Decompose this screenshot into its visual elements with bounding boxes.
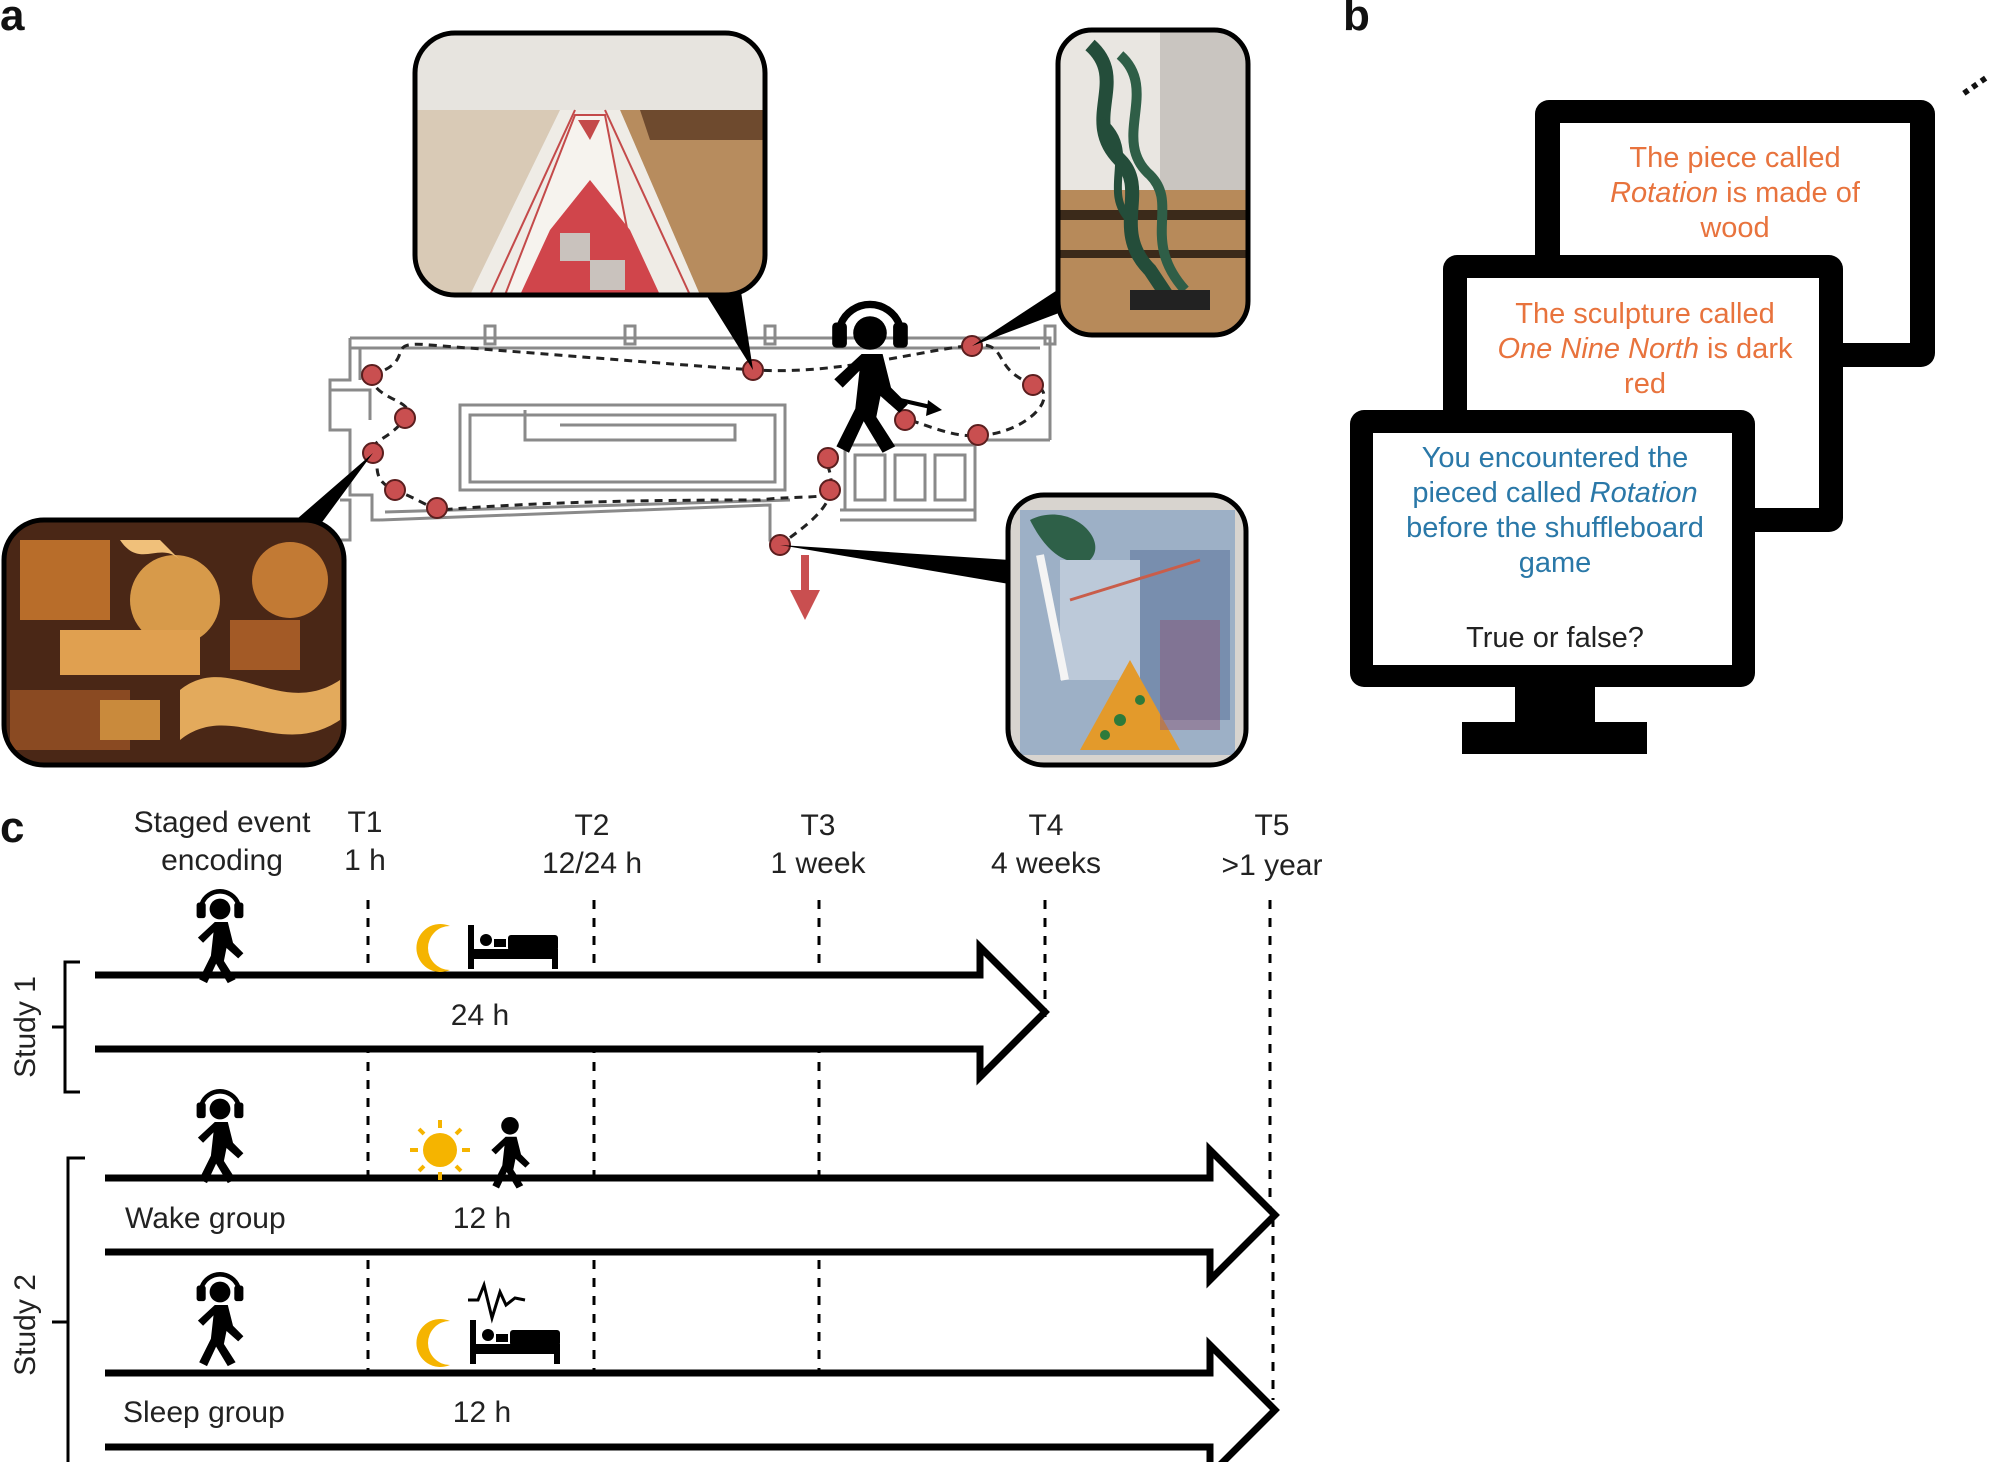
middle-screen-line3: red xyxy=(1624,368,1666,400)
more-screens-ellipsis: ... xyxy=(1944,52,1994,105)
down-arrow-icon xyxy=(790,555,820,620)
encoding-label-line2: encoding xyxy=(161,844,283,877)
hallway-photo xyxy=(412,30,768,298)
wake-group-label: Wake group xyxy=(125,1202,286,1235)
back-screen-line1: The piece called xyxy=(1629,142,1840,174)
painting-photo xyxy=(1005,492,1249,768)
screen-front: You encountered the pieced called Rotati… xyxy=(1350,410,1755,754)
front-screen-line4: game xyxy=(1519,547,1592,579)
bed-icon xyxy=(468,925,558,969)
wake-group-arrow xyxy=(105,1141,1280,1289)
encounter-markers xyxy=(361,335,1044,556)
timepoint-delay: 12/24 h xyxy=(542,847,642,880)
front-screen-line1: You encountered the xyxy=(1422,442,1689,474)
timepoint-name: T3 xyxy=(800,809,835,842)
callout-pointers xyxy=(290,285,1080,585)
front-screen-line3: before the shuffleboard xyxy=(1406,512,1704,544)
headphones-walker-icon xyxy=(197,1274,244,1366)
sleep-wave-icon xyxy=(468,1280,526,1324)
study1-label: Study 1 xyxy=(9,976,42,1078)
encoding-label-line1: Staged event xyxy=(134,806,311,839)
path-marker xyxy=(394,407,416,429)
timepoint-name: T4 xyxy=(1028,809,1063,842)
headphones-walker-icon xyxy=(197,1091,244,1183)
direction-arrow-icon xyxy=(899,398,942,416)
path-marker xyxy=(426,497,448,519)
path-marker xyxy=(361,364,383,386)
study1-delay: 24 h xyxy=(451,999,509,1032)
path-marker xyxy=(817,447,839,469)
sun-icon xyxy=(410,1120,470,1180)
moon-icon xyxy=(416,1319,450,1367)
timepoint-delay: 1 week xyxy=(770,847,866,880)
study2-bracket xyxy=(52,1156,85,1462)
front-screen-line2: pieced called Rotation xyxy=(1412,477,1697,509)
path-marker xyxy=(894,409,916,431)
headphones-walker-icon xyxy=(832,304,908,452)
panel-c-label: c xyxy=(0,803,24,852)
study2-label: Study 2 xyxy=(9,1274,42,1376)
front-screen-question: True or false? xyxy=(1466,622,1644,654)
timepoint-delay: 1 h xyxy=(344,844,386,877)
study1-bracket xyxy=(52,960,80,1094)
timepoint-name: T5 xyxy=(1254,809,1289,842)
timepoint-delay: 4 weeks xyxy=(991,847,1101,880)
wake-group-delay: 12 h xyxy=(453,1202,511,1235)
back-screen-line2: Rotation is made of xyxy=(1610,177,1861,209)
timepoint-delay: >1 year xyxy=(1222,849,1323,882)
path-marker xyxy=(967,424,989,446)
path-marker xyxy=(384,479,406,501)
sculpture-photo xyxy=(1055,27,1251,338)
sleep-group-delay: 12 h xyxy=(453,1396,511,1429)
middle-screen-line2: One Nine North is dark xyxy=(1498,333,1793,365)
panel-a-label: a xyxy=(0,0,25,40)
timepoint-headers: T1 1 h T2 12/24 h T3 1 week T4 4 weeks T… xyxy=(344,806,1322,882)
path-marker xyxy=(819,479,841,501)
timepoint-name: T1 xyxy=(347,806,382,839)
sleep-group-arrow xyxy=(105,1336,1280,1462)
sleep-group-label: Sleep group xyxy=(123,1396,285,1429)
panel-b-label: b xyxy=(1343,0,1370,40)
study1-arrow xyxy=(95,938,1050,1086)
timepoint-name: T2 xyxy=(574,809,609,842)
back-screen-line3: wood xyxy=(1699,212,1769,244)
headphones-walker-icon xyxy=(197,891,244,983)
middle-screen-line1: The sculpture called xyxy=(1515,298,1775,330)
moon-icon xyxy=(416,924,450,972)
path-marker xyxy=(1022,374,1044,396)
bed-icon xyxy=(470,1320,560,1364)
wood-mosaic-photo xyxy=(1,517,347,768)
